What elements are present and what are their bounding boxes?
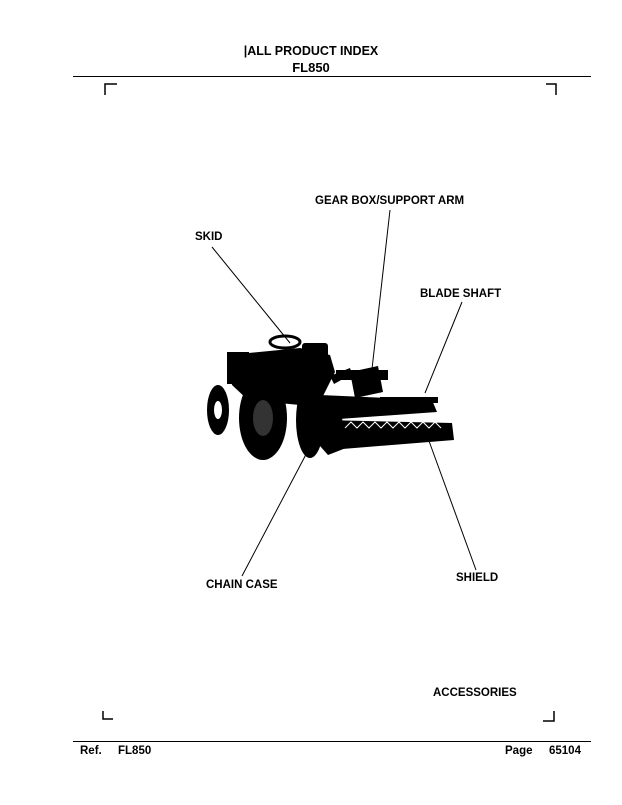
label-skid: SKID: [195, 231, 223, 243]
index-title: |ALL PRODUCT INDEX: [243, 44, 379, 58]
page-number: 65104: [549, 745, 581, 757]
header-rule: [73, 76, 591, 77]
tractor-tiller-illustration: [207, 334, 454, 460]
label-chain-case: CHAIN CASE: [206, 579, 278, 591]
page-label: Page: [505, 745, 533, 757]
leader-skid: [211, 246, 291, 344]
accessories-heading: ACCESSORIES: [433, 687, 517, 699]
leader-chain-case: [241, 442, 313, 577]
ref-value: FL850: [118, 745, 152, 757]
leader-shield: [428, 440, 477, 571]
label-blade-shaft: BLADE SHAFT: [420, 288, 502, 300]
leader-gear-box: [371, 209, 391, 370]
model-title: FL850: [292, 60, 330, 75]
leader-blade-shaft: [424, 301, 463, 394]
crop-marks: [102, 83, 557, 722]
leader-lines: [211, 209, 477, 577]
ref-label: Ref.: [80, 745, 102, 757]
label-shield: SHIELD: [456, 572, 499, 584]
footer-rule: [73, 741, 591, 742]
label-gear-box-support-arm: GEAR BOX/SUPPORT ARM: [315, 195, 465, 207]
